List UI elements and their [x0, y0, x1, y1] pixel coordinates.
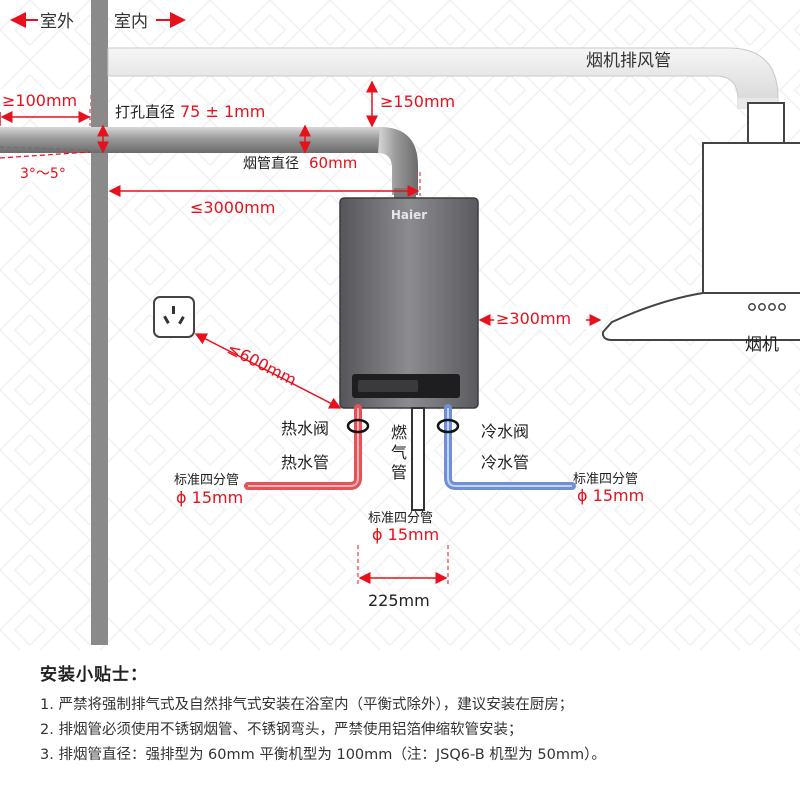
side-gap-value: ≥300mm: [496, 309, 571, 328]
outdoor-label: 室外: [40, 12, 74, 32]
pipe-spacing-value: 225mm: [368, 591, 430, 610]
cold-pipe-label: 冷水管: [481, 453, 529, 472]
horizontal-length-dimension: ≤3000mm: [108, 172, 421, 217]
hole-diameter-dimension: 打孔直径 75 ± 1mm: [97, 102, 265, 154]
cold-water-pipe: 冷水阀 冷水管 标准四分管 ϕ 15mm: [436, 404, 644, 505]
tip-item-2: 2. 排烟管必须使用不锈钢烟管、不锈钢弯头，严禁使用铝箔伸缩软管安装；: [40, 722, 523, 738]
installation-tips: 安装小贴士： 1. 严禁将强制排气式及自然排气式安装在浴室内（平衡式除外），建议…: [40, 660, 780, 768]
gas-std-pipe-label: 标准四分管: [368, 511, 433, 526]
pipe-spacing-dimension: 225mm: [357, 545, 449, 610]
hot-pipe-label: 热水管: [281, 453, 329, 472]
tip-item-3: 3. 排烟管直径：强排型为 60mm 平衡机型为 100mm（注：JSQ6-B …: [40, 747, 606, 763]
flue-pipe: [0, 127, 418, 200]
hot-valve-label: 热水阀: [281, 419, 329, 438]
side-gap-dimension: ≥300mm: [478, 307, 602, 329]
diagram-canvas: 室外 室内 烟机排风管 烟机 ≥100mm: [0, 0, 800, 650]
cold-pipe-diameter: ϕ 15mm: [577, 486, 644, 505]
flue-diameter-prefix: 烟管直径: [243, 155, 299, 172]
power-socket: [153, 296, 195, 338]
gas-pipe-label-3: 管: [391, 463, 407, 482]
gas-pipe-label-1: 燃: [391, 423, 407, 442]
horizontal-length-value: ≤3000mm: [190, 198, 275, 217]
slope-value: 3°～5°: [20, 166, 66, 182]
exhaust-pipe-label: 烟机排风管: [586, 51, 671, 71]
flue-diameter-value: 60mm: [309, 154, 357, 172]
hole-diameter-prefix: 打孔直径: [115, 103, 175, 121]
range-hood-label: 烟机: [745, 335, 779, 355]
indoor-indicator: 室内: [114, 12, 186, 32]
hot-pipe-diameter: ϕ 15mm: [176, 488, 243, 507]
top-gap-value: ≥150mm: [380, 92, 455, 111]
gas-pipe-diameter: ϕ 15mm: [372, 525, 439, 544]
outdoor-indicator: 室外: [10, 12, 74, 32]
cold-valve-label: 冷水阀: [481, 422, 529, 441]
range-hood: 烟机: [601, 102, 800, 355]
hot-std-pipe-label: 标准四分管: [174, 473, 239, 488]
hot-water-pipe: 热水阀 热水管 标准四分管 ϕ 15mm: [174, 404, 370, 507]
indoor-label: 室内: [114, 12, 148, 32]
wall: [91, 0, 108, 645]
hole-diameter-value: 75 ± 1mm: [180, 102, 265, 121]
brand-logo: Haier: [391, 208, 427, 222]
tip-item-1: 1. 严禁将强制排气式及自然排气式安装在浴室内（平衡式除外），建议安装在厨房；: [40, 697, 574, 713]
gas-pipe: 燃 气 管 标准四分管 ϕ 15mm: [368, 407, 439, 544]
cold-std-pipe-label: 标准四分管: [573, 472, 638, 487]
gas-pipe-label-2: 气: [391, 443, 407, 462]
tips-title: 安装小贴士：: [40, 665, 148, 685]
flue-diameter-dimension: 烟管直径 60mm: [243, 124, 357, 172]
slope-dimension: 3°～5°: [8, 160, 74, 182]
hot-water-valve: [346, 418, 370, 434]
top-gap-dimension: ≥150mm: [366, 80, 455, 128]
water-heater: Haier: [339, 197, 479, 409]
protrude-dimension: ≥100mm: [0, 89, 91, 126]
cold-water-valve: [436, 418, 460, 434]
protrude-value: ≥100mm: [2, 91, 77, 110]
